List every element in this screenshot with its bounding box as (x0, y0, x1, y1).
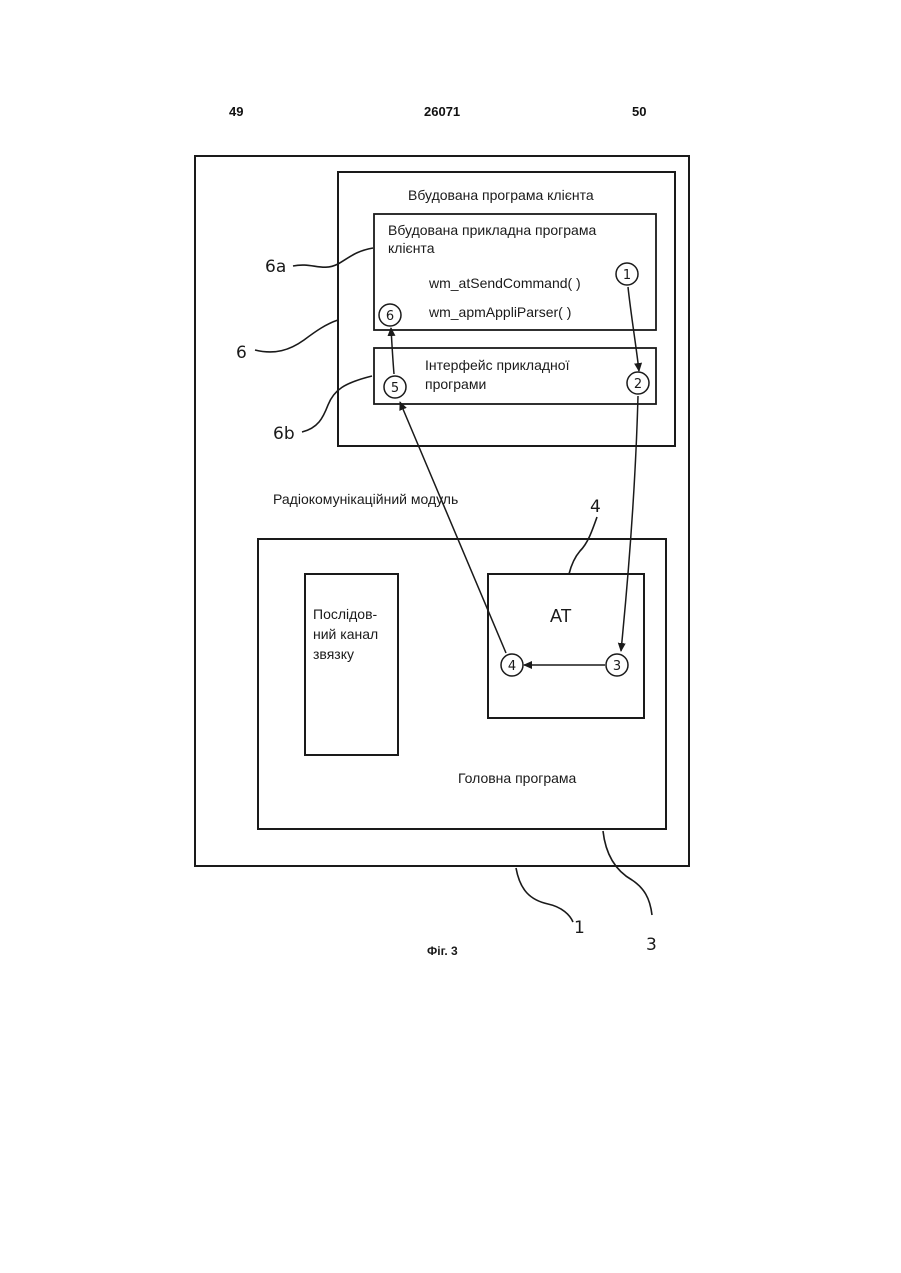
ref-6a: 6a (265, 257, 286, 277)
radio-module-label: Радіокомунікаційний модуль (273, 491, 458, 507)
main-program-label: Головна програма (458, 770, 577, 786)
ref-6: 6 (236, 343, 247, 363)
ref-3: 3 (646, 935, 657, 955)
serial-channel-box (305, 574, 398, 755)
step-node-3: 3 (606, 654, 628, 676)
step-node-4-label: 4 (508, 659, 516, 674)
flow-arrow-1-to-2 (628, 287, 639, 371)
leader-3 (603, 831, 652, 915)
at-block-label: AT (550, 606, 572, 626)
function-send-command: wm_atSendCommand( ) (428, 275, 581, 291)
embedded-client-program-label: Вбудована програма клієнта (408, 187, 594, 203)
step-node-5-label: 5 (391, 381, 399, 396)
ref-1: 1 (574, 918, 585, 938)
step-node-2-label: 2 (634, 377, 642, 392)
flow-arrow-2-to-3 (621, 396, 638, 651)
serial-channel-label-2: ний канал (313, 626, 378, 642)
at-block-box (488, 574, 644, 718)
step-node-3-label: 3 (613, 659, 621, 674)
ref-6b: 6b (273, 424, 295, 444)
leader-6a (293, 248, 373, 267)
step-node-6: 6 (379, 304, 401, 326)
figure-caption: Фіг. 3 (427, 944, 458, 958)
serial-channel-label-1: Послідов- (313, 606, 378, 622)
step-node-6-label: 6 (386, 309, 394, 324)
step-node-1-label: 1 (623, 268, 631, 283)
ref-4: 4 (590, 497, 601, 517)
serial-channel-label-3: звязку (313, 646, 354, 662)
interface-label-1: Інтерфейс прикладної (425, 357, 570, 373)
function-appli-parser: wm_apmAppliParser( ) (428, 304, 571, 320)
flow-arrow-5-to-6 (391, 328, 394, 374)
embedded-application-label-2: клієнта (388, 240, 435, 256)
leader-1 (516, 868, 573, 922)
step-node-1: 1 (616, 263, 638, 285)
leader-6 (255, 320, 338, 352)
embedded-application-label-1: Вбудована прикладна програма (388, 222, 596, 238)
step-node-2: 2 (627, 372, 649, 394)
interface-label-2: програми (425, 376, 486, 392)
step-node-4: 4 (501, 654, 523, 676)
step-node-5: 5 (384, 376, 406, 398)
flow-arrow-4-to-5 (400, 402, 506, 653)
leader-4 (569, 517, 597, 574)
